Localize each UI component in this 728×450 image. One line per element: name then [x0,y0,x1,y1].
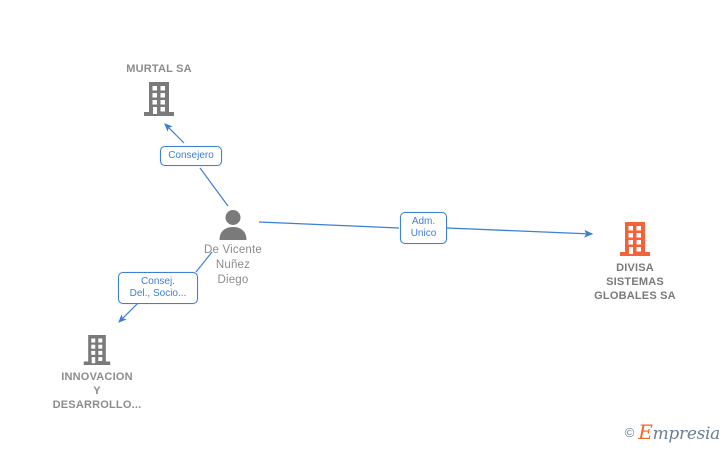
person-icon [218,208,248,240]
node-label-innovacion: INNOVACION Y DESARROLLO... [53,370,142,412]
node-label-line: INNOVACION [61,371,133,383]
node-person-de-vicente-nunez-diego[interactable]: De Vicente Nuñez Diego [153,208,313,288]
node-label-line: Diego [217,274,249,286]
node-label-line: De Vicente [203,244,263,256]
edge-label-consej-del-socio[interactable]: Consej. Del., Socio... [118,272,198,304]
building-icon [82,333,112,367]
edge-label-line: Adm. [411,216,436,227]
node-label-line: DESARROLLO... [52,399,142,411]
empresia-watermark: © Empresia [624,420,721,444]
node-company-divisa-sistemas-globales[interactable]: DIVISA SISTEMAS GLOBALES SA [555,220,715,303]
edge-label-line: Consej. [141,276,175,287]
node-label-line: Nuñez [215,259,251,271]
copyright-icon: © [624,424,635,440]
edge-label-adm-unico[interactable]: Adm. Unico [400,212,447,244]
edge-label-line: Consejero [168,150,214,161]
node-label-person: De Vicente Nuñez Diego [204,243,262,288]
edge-label-line: Del., Socio... [129,288,187,299]
brand-initial: E [638,420,653,444]
edge-label-line: Unico [410,228,437,239]
node-label-murtal: MURTAL SA [126,63,192,75]
node-company-murtal[interactable]: MURTAL SA [79,62,239,118]
brand-name: Empresia [638,420,720,444]
node-label-line: GLOBALES SA [594,290,676,302]
edge-label-consejero[interactable]: Consejero [160,146,222,166]
node-label-line: DIVISA [616,262,654,274]
node-label-line: SISTEMAS [606,276,664,288]
building-icon [618,220,652,258]
node-label-line: Y [93,385,101,397]
brand-rest: mpresia [652,424,721,444]
building-icon [142,80,176,118]
node-label-divisa: DIVISA SISTEMAS GLOBALES SA [594,261,676,303]
node-company-innovacion-y-desarrollo[interactable]: INNOVACION Y DESARROLLO... [17,333,177,412]
